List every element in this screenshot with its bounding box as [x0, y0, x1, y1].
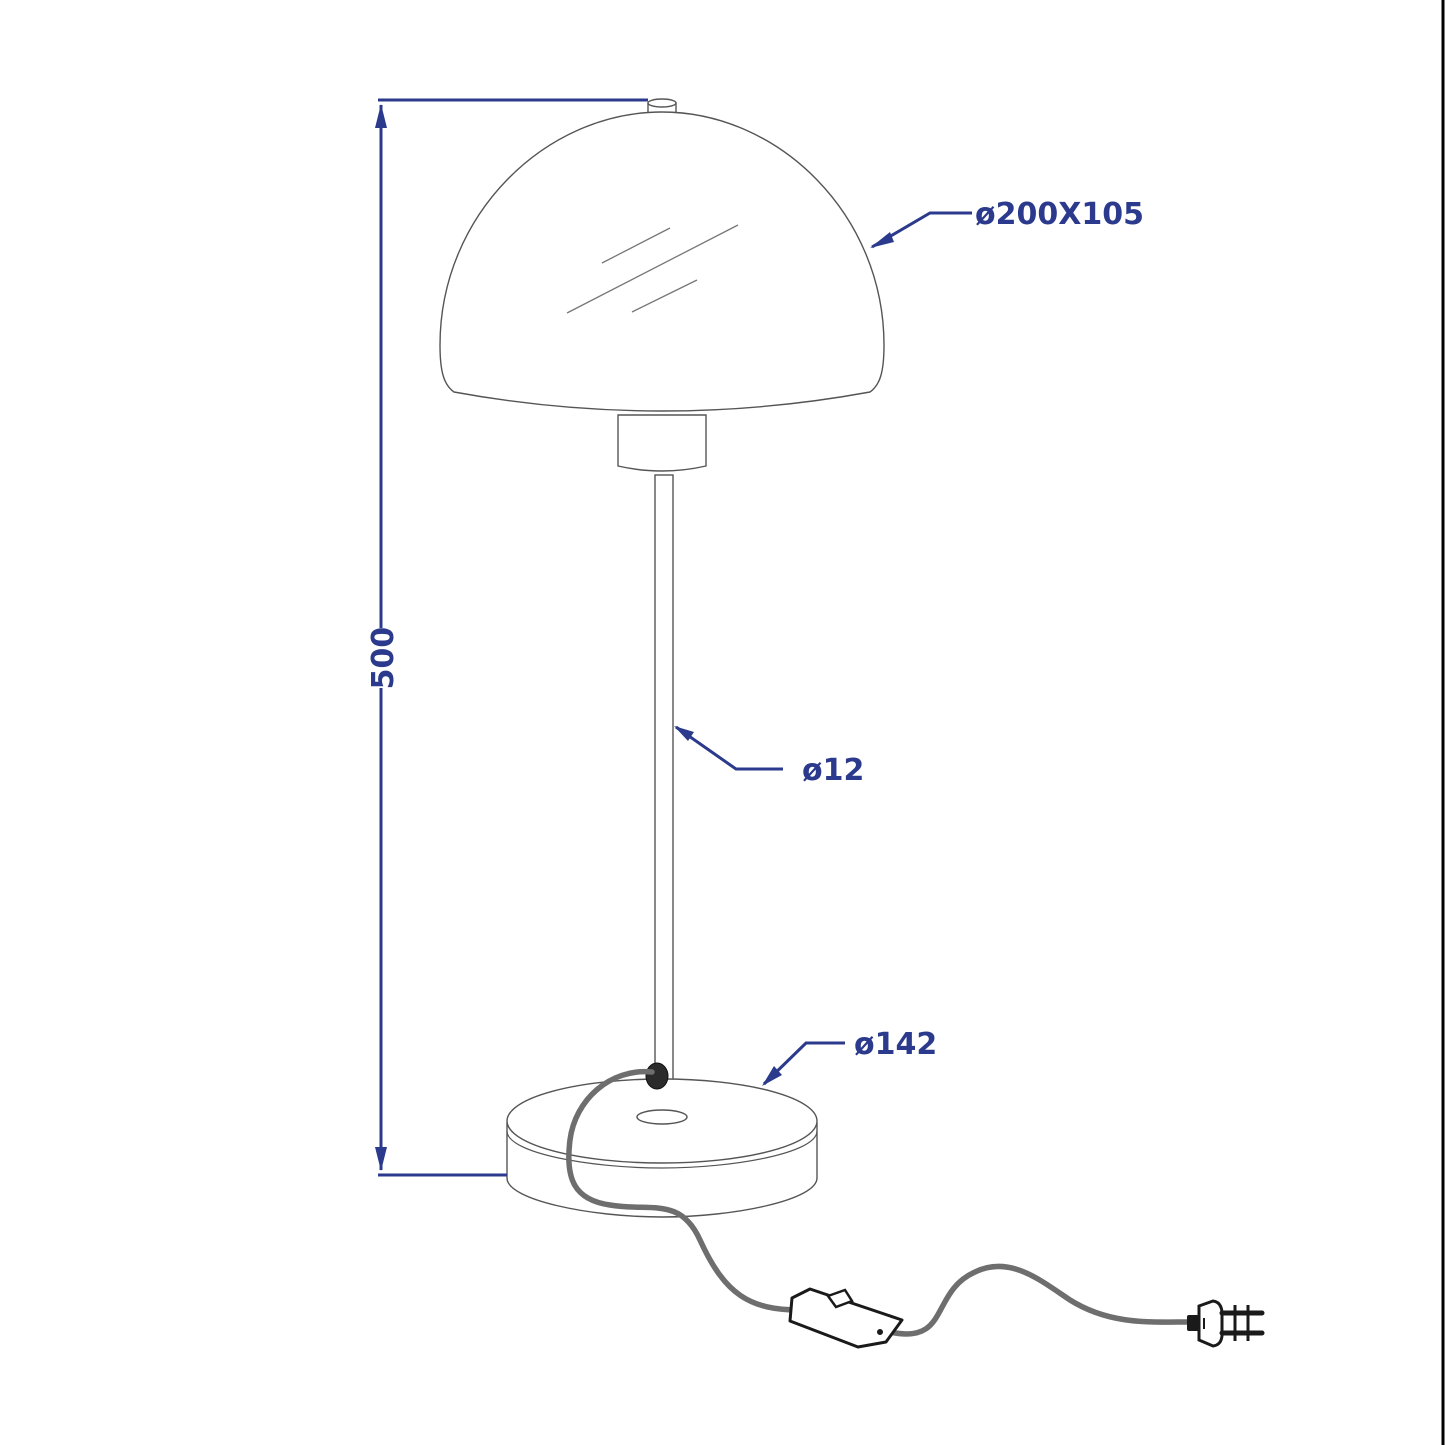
- height-arrow-bottom: [375, 1147, 387, 1171]
- height-dimension: 500: [364, 98, 648, 1177]
- euro-plug: [1187, 1299, 1265, 1348]
- power-cable-to-switch: [566, 1068, 803, 1313]
- shade-leader-arrow: [870, 232, 894, 248]
- lamp-rod: [654, 474, 674, 1116]
- dome-shade: [439, 111, 885, 412]
- cable-entry-hole: [645, 1062, 669, 1090]
- rod-dimension: ø12: [674, 725, 864, 788]
- inline-switch: [788, 1287, 904, 1349]
- height-label-bg: [364, 628, 398, 688]
- rod-label: ø12: [802, 753, 864, 788]
- base-leader-arrow: [762, 1066, 782, 1086]
- lamp-base: [506, 1078, 818, 1218]
- base-label: ø142: [854, 1027, 937, 1062]
- base-dimension: ø142: [762, 1027, 937, 1086]
- power-cable-to-plug: [887, 1263, 1193, 1337]
- rod-leader-arrow: [674, 726, 694, 741]
- lamp-socket: [617, 414, 707, 472]
- shade-reflection-line: [631, 279, 698, 313]
- rod-leader-line: [675, 725, 783, 771]
- height-arrow-top: [375, 104, 387, 128]
- base-leader-line: [762, 1041, 845, 1086]
- height-label: 500: [366, 627, 401, 690]
- shade-dimension: ø200X105: [870, 197, 1144, 249]
- table-lamp: [439, 98, 1265, 1349]
- shade-label: ø200X105: [975, 197, 1144, 232]
- shade-reflection-line: [566, 224, 739, 314]
- shade-reflection-line: [601, 227, 671, 264]
